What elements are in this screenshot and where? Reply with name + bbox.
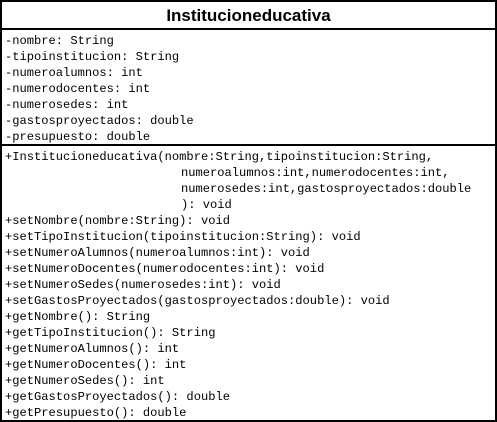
method-getnombre: +getNombre(): String: [5, 310, 151, 324]
attribute-numerodocentes: -numerodocentes: int: [5, 82, 151, 96]
attribute-nombre: -nombre: String: [5, 34, 114, 48]
method-getnumerodocentes: +getNumeroDocentes(): int: [5, 358, 187, 372]
method-setnumeroalumnos: +setNumeroAlumnos(numeroalumnos:int): vo…: [5, 246, 310, 260]
method-setnombre: +setNombre(nombre:String): void: [5, 214, 230, 228]
method-getpresupuesto: +getPresupuesto(): double: [5, 406, 187, 420]
method-getnumeroalumnos: +getNumeroAlumnos(): int: [5, 342, 180, 356]
method-settipoinstitucion: +setTipoInstitucion(tipoinstitucion:Stri…: [5, 230, 361, 244]
attribute-gastosproyectados: -gastosproyectados: double: [5, 114, 194, 128]
method-gettipoinstitucion: +getTipoInstitucion(): String: [5, 326, 216, 340]
method-setnumerodocentes: +setNumeroDocentes(numerodocentes:int): …: [5, 262, 325, 276]
method-setnumerosedes: +setNumeroSedes(numerosedes:int): void: [5, 278, 281, 292]
constructor-line-2: numeroalumnos:int,numerodocentes:int,: [181, 166, 450, 180]
attributes-section: -nombre: String -tipoinstitucion: String…: [2, 30, 495, 146]
method-getnumerosedes: +getNumeroSedes(): int: [5, 374, 165, 388]
constructor-line-1: +Institucioneducativa(nombre:String,tipo…: [5, 150, 434, 164]
methods-section: +Institucioneducativa(nombre:String,tipo…: [2, 146, 495, 420]
class-name: Institucioneducativa: [2, 2, 495, 30]
constructor-line-3: numerosedes:int,gastosproyectados:double: [181, 182, 472, 196]
method-getgastosproyectados: +getGastosProyectados(): double: [5, 390, 230, 404]
attribute-tipoinstitucion: -tipoinstitucion: String: [5, 50, 180, 64]
constructor-line-4: ): void: [181, 198, 232, 212]
attribute-presupuesto: -presupuesto: double: [5, 130, 151, 144]
attribute-numerosedes: -numerosedes: int: [5, 98, 129, 112]
attribute-numeroalumnos: -numeroalumnos: int: [5, 66, 143, 80]
method-setgastosproyectados: +setGastosProyectados(gastosproyectados:…: [5, 294, 390, 308]
